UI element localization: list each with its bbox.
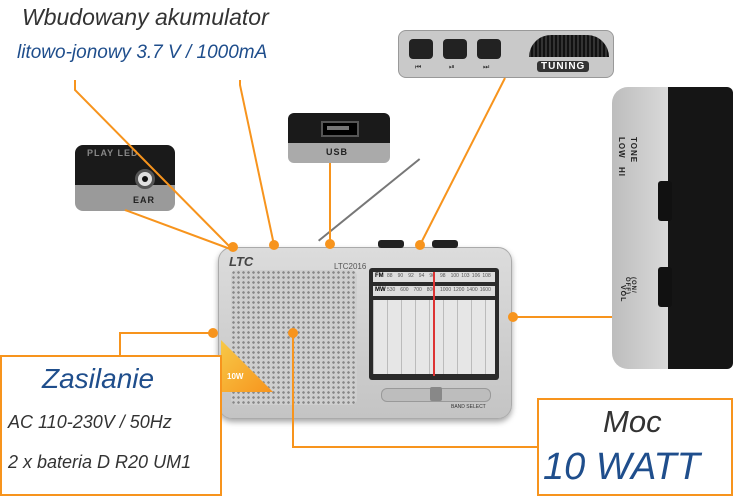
fm-dial-mark: 106 bbox=[471, 273, 481, 279]
on-off-label: (ON/ OFF) bbox=[624, 277, 636, 295]
battery-spec: litowo-jonowy 3.7 V / 1000mA bbox=[17, 42, 268, 63]
band-select-slider[interactable] bbox=[381, 387, 491, 402]
mw-dial-mark: 1400 bbox=[466, 287, 478, 293]
play-led-label: PLAY LED bbox=[87, 148, 139, 158]
fm-dial-mark: 94 bbox=[418, 273, 425, 279]
power-callout: Zasilanie AC 110-230V / 50Hz 2 x bateria… bbox=[0, 355, 222, 496]
hi-label: HI bbox=[617, 167, 626, 177]
tuning-label: TUNING bbox=[537, 61, 590, 72]
antenna bbox=[318, 158, 421, 242]
play-pause-icon: ⏯ bbox=[449, 64, 455, 71]
inset-side-view: LOW TONE HI VOL (ON/ OFF) bbox=[612, 87, 733, 369]
prev-button[interactable] bbox=[409, 39, 433, 59]
mw-dial-mark: 1200 bbox=[453, 287, 465, 293]
tuning-wheel[interactable] bbox=[529, 35, 609, 57]
power-title: Zasilanie bbox=[42, 363, 155, 394]
fm-dial-mark: 98 bbox=[440, 273, 446, 279]
mw-dial-mark: 1000 bbox=[440, 287, 452, 293]
battery-callout: Wbudowany akumulator litowo-jonowy 3.7 V… bbox=[0, 0, 320, 80]
band-select-label: BAND SELECT bbox=[451, 404, 486, 410]
inset-usb: USB bbox=[288, 113, 390, 163]
fm-dial-mark: 96 bbox=[429, 273, 435, 279]
mw-dial-mark: 1600 bbox=[479, 287, 491, 293]
usb-port-icon bbox=[321, 121, 359, 137]
mw-label: MW bbox=[375, 287, 386, 293]
volume-knob[interactable] bbox=[432, 240, 458, 248]
fm-dial-mark: 92 bbox=[408, 273, 414, 279]
next-icon: ⏭ bbox=[483, 64, 490, 71]
ear-label: EAR bbox=[133, 195, 156, 205]
mw-dial-mark: 800 bbox=[426, 287, 436, 293]
fm-dial-mark: 103 bbox=[461, 273, 470, 279]
inset-tuning: ⏮ ⏯ ⏭ TUNING bbox=[398, 30, 614, 78]
power-ac-spec: AC 110-230V / 50Hz bbox=[8, 412, 172, 432]
power-battery-spec: 2 x bateria D R20 UM1 bbox=[8, 452, 192, 472]
brand-logo: LTC bbox=[229, 254, 254, 269]
next-button[interactable] bbox=[477, 39, 501, 59]
mw-dial-mark: 530 bbox=[387, 287, 396, 293]
radio-body: LTC LTC2016 FM 88 90 92 94 96 98 100103106108 … bbox=[218, 247, 512, 419]
volume-switch[interactable] bbox=[658, 267, 672, 307]
fm-dial-mark: 100 bbox=[450, 273, 459, 279]
mw-dial-mark: 600 bbox=[400, 287, 409, 293]
tone-label: TONE bbox=[629, 137, 638, 164]
output-title: Moc bbox=[603, 404, 662, 439]
output-callout: Moc 10 WATT bbox=[537, 398, 733, 496]
fm-label: FM bbox=[375, 273, 384, 279]
inset-ear-jack: PLAY LED EAR bbox=[75, 145, 175, 211]
play-pause-button[interactable] bbox=[443, 39, 467, 59]
fm-dial-mark: 108 bbox=[482, 273, 491, 279]
low-label: LOW bbox=[617, 137, 626, 159]
usb-label: USB bbox=[326, 147, 349, 157]
model-label: LTC2016 bbox=[334, 262, 367, 271]
prev-icon: ⏮ bbox=[415, 64, 422, 71]
tone-switch[interactable] bbox=[658, 181, 672, 221]
ear-jack-icon bbox=[135, 169, 155, 189]
output-value: 10 WATT bbox=[543, 446, 700, 488]
fm-dial-mark: 90 bbox=[397, 273, 404, 279]
fm-dial-mark: 88 bbox=[387, 273, 393, 279]
tuning-knob[interactable] bbox=[378, 240, 404, 248]
battery-title: Wbudowany akumulator bbox=[22, 4, 269, 30]
mw-dial-mark: 700 bbox=[413, 287, 422, 293]
